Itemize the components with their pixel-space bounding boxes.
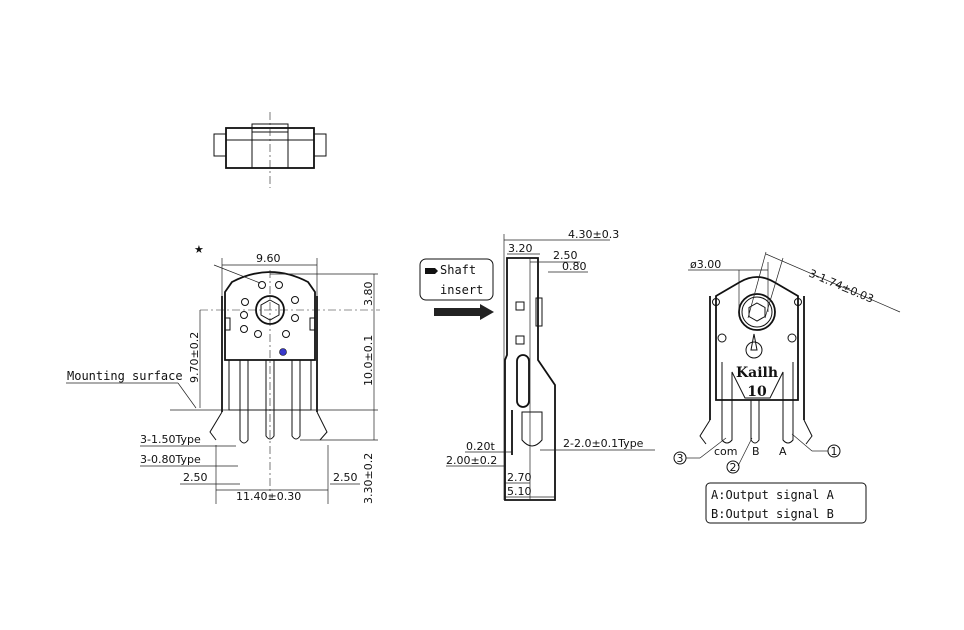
shaft-insert-line2: insert xyxy=(440,283,483,297)
dim-height-mount: 9.70±0.2 xyxy=(188,332,201,383)
brand-label: Kailh xyxy=(736,365,778,381)
dim-total-width: 11.40±0.30 xyxy=(236,490,301,503)
arrow-icon xyxy=(434,304,494,320)
dim-height-top: 3.80 xyxy=(362,282,375,307)
dim-width-top: 9.60 xyxy=(256,252,281,265)
dim-thickness: 0.20t xyxy=(466,440,495,453)
dim-bracket-height: 2.00±0.2 xyxy=(446,454,497,467)
dim-pitch-right: 2.50 xyxy=(333,471,358,484)
top-view xyxy=(213,112,327,188)
callout-2: 2 xyxy=(730,461,737,474)
shaft-insert-box xyxy=(419,258,494,301)
front-view: ★ 9.60 3.80 10.0±0.1 9.70±0.2 3.30±0.2 M… xyxy=(66,243,380,504)
legend-a: A:Output signal A xyxy=(711,488,835,502)
key-icon xyxy=(425,268,438,274)
dim-hex-size: 3-1.74±0.03 xyxy=(807,267,876,306)
pin-b-label: B xyxy=(752,445,760,458)
callout-3: 3 xyxy=(677,452,684,465)
terminal-holes xyxy=(240,281,299,338)
dim-shaft-diameter: ø3.00 xyxy=(690,258,721,271)
dim-pin-width-2: 3-0.80Type xyxy=(140,453,201,466)
dim-base-depth: 5.10 xyxy=(507,485,532,498)
side-view: Shaft insert 4.30±0.3 3.20 2.50 0.80 0.2… xyxy=(419,228,655,501)
dim-depth-c: 0.80 xyxy=(562,260,587,273)
star-mark: ★ xyxy=(194,243,204,256)
pin-a-label: A xyxy=(779,445,787,458)
logo-mark xyxy=(745,341,763,359)
pin-com-label: com xyxy=(714,445,738,458)
dim-depth-b: 2.50 xyxy=(553,249,578,262)
dim-pin-width-1: 3-1.50Type xyxy=(140,433,201,446)
dim-bracket-width: 2-2.0±0.1Type xyxy=(563,437,644,450)
dim-depth-a: 3.20 xyxy=(508,242,533,255)
legend-box xyxy=(705,482,867,524)
dim-pin-offset: 2.70 xyxy=(507,471,532,484)
shaft-insert-line1: Shaft xyxy=(440,263,476,277)
dim-height-total: 10.0±0.1 xyxy=(362,335,375,386)
model-label: 10 xyxy=(747,384,767,400)
dim-pin-length: 3.30±0.2 xyxy=(362,453,375,504)
legend-b: B:Output signal B xyxy=(711,507,834,521)
dim-depth-total: 4.30±0.3 xyxy=(568,228,619,241)
callout-1: 1 xyxy=(831,445,838,458)
mounting-surface-label: Mounting surface xyxy=(67,369,183,383)
dim-pitch-left: 2.50 xyxy=(183,471,208,484)
marker-dot xyxy=(279,348,287,356)
rear-view: Kailh 10 ø3.00 3-1.74±0.03 com B A 3 2 1… xyxy=(673,251,901,524)
